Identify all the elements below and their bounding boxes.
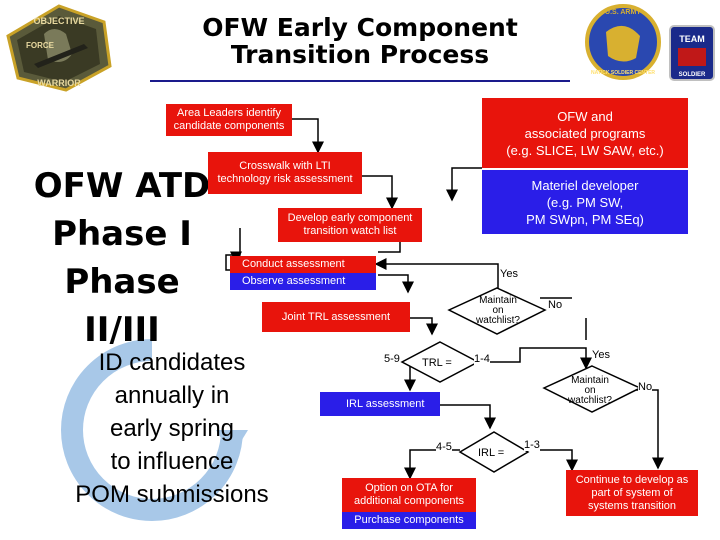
no-label-2: No <box>638 381 653 393</box>
trl-low-label: 1-4 <box>474 353 490 365</box>
cycle-arrow-icon <box>61 339 248 521</box>
annual-note: ID candidates annually in early spring t… <box>42 346 302 511</box>
option-ota-line1: Option on OTA for <box>365 482 453 494</box>
irl-high-label: 4-5 <box>436 441 452 453</box>
ofw-programs-line1: OFW and <box>557 108 613 124</box>
annual-note-line5: POM submissions <box>75 481 269 508</box>
annual-note-line3: early spring <box>109 415 235 442</box>
area-leaders-line2: candidate components <box>173 120 285 132</box>
crosswalk-line1: Crosswalk with LTI <box>239 160 331 172</box>
yes-label-2: Yes <box>592 349 610 361</box>
phase-label-phase-ii-iii: Phase II/III <box>64 262 180 350</box>
joint-trl-label: Joint TRL assessment <box>281 310 391 323</box>
continue-line1: Continue to develop as <box>575 473 689 486</box>
ofw-programs-line3: (e.g. SLICE, LW SAW, etc.) <box>506 142 664 158</box>
crosswalk-line2: technology risk assessment <box>217 173 353 185</box>
no-label-1: No <box>548 299 563 311</box>
phase-label-ofw-atd: OFW ATD <box>33 166 211 206</box>
decision-2-text: Maintain on watchlist? <box>560 376 620 406</box>
title-underline <box>150 80 570 82</box>
continue-line2: part of system of <box>591 486 673 499</box>
purchase-components-box: Purchase components <box>342 512 476 529</box>
irl-decision-text: IRL = <box>478 447 505 459</box>
logo-left-line2: FORCE <box>26 41 55 50</box>
title-line1: OFW Early Component <box>202 13 518 42</box>
develop-line1: Develop early component <box>287 212 413 224</box>
option-ota-line2: additional components <box>353 495 465 507</box>
yes-label-1: Yes <box>500 268 518 280</box>
ofw-programs-line2: associated programs <box>524 125 646 141</box>
natick-soldier-center-logo: U.S. ARMY NATICK SOLDIER CENTER TEAM SOL… <box>585 4 715 81</box>
decision-diamond-trl <box>400 341 480 383</box>
conduct-label: Conduct assessment <box>242 258 345 270</box>
logo-left-line3: WARRIOR <box>37 78 81 88</box>
area-leaders-line1: Area Leaders identify <box>177 107 281 119</box>
objective-force-warrior-logo: OBJECTIVE FORCE WARRIOR <box>6 4 112 92</box>
decision-diamond-1 <box>447 287 547 335</box>
irl-assessment-label: IRL assessment <box>346 397 425 410</box>
decision-2-line2: on <box>584 385 596 396</box>
irl-assessment-box: IRL assessment <box>320 392 440 416</box>
phase-label-phase-i: Phase I <box>52 214 192 254</box>
decision-2-line3: watchlist? <box>568 395 612 406</box>
materiel-developer-box: Materiel developer(e.g. PM SW,PM SWpn, P… <box>482 170 688 234</box>
decision-1-line1: Maintain <box>479 295 517 306</box>
logo-right-line1: U.S. ARMY <box>605 9 641 16</box>
logo-right-line4: SOLDIER <box>679 72 706 78</box>
develop-line2: transition watch list <box>303 225 397 237</box>
page-title: OFW Early Component Transition Process <box>150 14 570 68</box>
annual-note-line2: annually in <box>114 382 230 409</box>
observe-label: Observe assessment <box>242 275 346 287</box>
conduct-assessment-box: Conduct assessment <box>230 256 376 273</box>
materiel-line1: Materiel developer <box>531 177 639 193</box>
decision-2-line1: Maintain <box>571 375 609 386</box>
decision-1-text: Maintain on watchlist? <box>468 296 528 326</box>
annual-note-line4: to influence <box>110 448 234 475</box>
materiel-line2: (e.g. PM SW, <box>546 194 624 210</box>
annual-note-line1: ID candidates <box>98 349 246 376</box>
trl-high-label: 5-9 <box>384 353 400 365</box>
purchase-label: Purchase components <box>354 514 464 526</box>
continue-line3: systems transition <box>587 499 677 512</box>
observe-assessment-box: Observe assessment <box>230 273 376 290</box>
joint-trl-box: Joint TRL assessment <box>262 302 410 332</box>
decision-1-line2: on <box>492 305 504 316</box>
logo-left-line1: OBJECTIVE <box>33 16 84 26</box>
decision-diamond-irl <box>458 431 530 473</box>
logo-right-line3: TEAM <box>679 34 705 44</box>
decision-1-line3: watchlist? <box>476 315 520 326</box>
title-line2: Transition Process <box>230 40 490 69</box>
phase-labels: OFW ATD Phase I Phase II/III <box>22 162 222 354</box>
logo-right-line2: NATICK SOLDIER CENTER <box>591 70 655 76</box>
decision-diamond-2 <box>542 365 642 413</box>
materiel-line3: PM SWpn, PM SEq) <box>526 211 644 227</box>
trl-decision-text: TRL = <box>422 357 452 369</box>
irl-low-label: 1-3 <box>524 439 540 451</box>
